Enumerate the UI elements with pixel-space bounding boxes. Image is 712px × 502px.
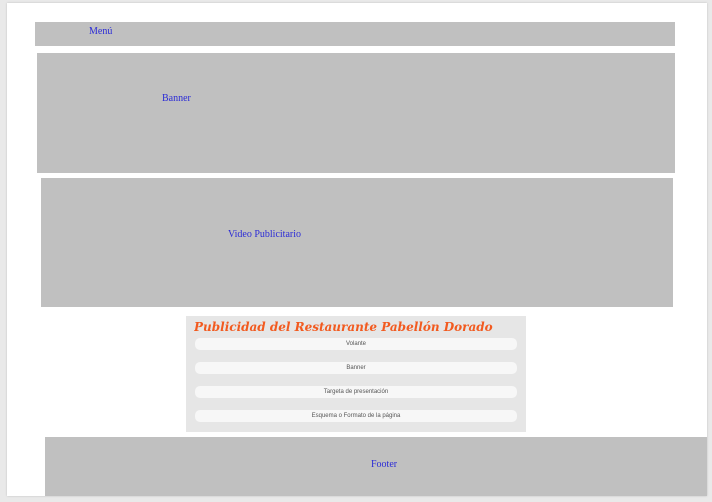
banner-label: Banner [162,93,191,104]
volante-button[interactable]: Volante [195,338,517,350]
menu-block: Menú [35,22,675,46]
publicity-links: Volante Banner Targeta de presentación E… [195,338,517,434]
footer-block: Footer [45,437,707,496]
banner-button[interactable]: Banner [195,362,517,374]
video-block: Video Publicitario [41,178,673,307]
page-canvas: Menú Banner Video Publicitario Publicida… [7,3,707,496]
banner-block: Banner [37,53,675,173]
footer-label: Footer [371,459,398,470]
page-layout-button[interactable]: Esquema o Formato de la página [195,410,517,422]
menu-label: Menú [89,26,113,37]
presentation-card-button[interactable]: Targeta de presentación [195,386,517,398]
publicity-title: Publicidad del Restaurante Pabellón Dora… [194,320,493,334]
video-label: Video Publicitario [228,229,301,240]
publicity-panel: Publicidad del Restaurante Pabellón Dora… [186,316,526,432]
